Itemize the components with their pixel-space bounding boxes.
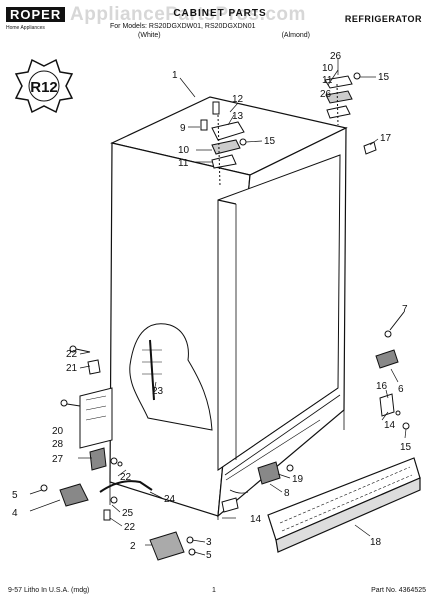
color-variant-white: (White) [138, 32, 161, 39]
callout-15c: 15 [400, 442, 412, 453]
callout-16: 16 [376, 381, 388, 392]
callout-13: 13 [232, 111, 244, 122]
callout-15b: 15 [378, 72, 390, 83]
badge-text: R12 [30, 79, 58, 96]
top-hinge-assembly [200, 72, 377, 187]
callout-22b: 22 [120, 472, 132, 483]
callout-labels: 1 12 9 13 15 10 11 26 10 11 26 15 17 22 … [12, 51, 412, 561]
callout-28: 28 [52, 439, 64, 450]
left-side-parts [40, 345, 196, 561]
callout-26: 26 [330, 51, 342, 62]
callout-14: 14 [384, 420, 396, 431]
page-number: 1 [212, 587, 216, 594]
brand-name: ROPER [6, 7, 66, 22]
callout-21: 21 [66, 363, 78, 374]
callout-3: 3 [206, 537, 212, 548]
callout-10: 10 [178, 145, 190, 156]
callout-17: 17 [380, 133, 392, 144]
r12-refrigerant-badge: R12 [14, 58, 74, 114]
callout-7: 7 [402, 304, 408, 315]
callout-9: 9 [180, 123, 186, 134]
callout-19: 19 [292, 474, 304, 485]
callout-11: 11 [178, 158, 189, 169]
toe-grille [267, 457, 421, 553]
callout-14b: 14 [250, 514, 262, 525]
callout-11b: 11 [322, 75, 333, 86]
callout-2: 2 [130, 541, 136, 552]
callout-5b: 5 [206, 550, 212, 561]
callout-22: 22 [66, 349, 78, 360]
page-title: CABINET PARTS [173, 8, 267, 19]
callout-8: 8 [284, 488, 290, 499]
callout-12: 12 [232, 94, 244, 105]
right-side-parts [221, 311, 410, 513]
callout-18: 18 [370, 537, 382, 548]
callout-24: 24 [164, 494, 176, 505]
brand-logo: ROPER Home Appliances [6, 6, 66, 31]
model-numbers: For Models: RS20DGXDW01, RS20DGXDN01 [110, 23, 256, 30]
model-list: For Models: RS20DGXDW01, RS20DGXDN01 (Wh… [110, 22, 340, 40]
watermark: AppliancePartsPros.com [70, 4, 306, 25]
litho-note: 9-57 Litho In U.S.A. (mdg) [8, 587, 90, 594]
callout-15: 15 [264, 136, 276, 147]
callout-26b: 26 [320, 89, 332, 100]
callout-23: 23 [152, 386, 164, 397]
callout-1: 1 [172, 70, 178, 81]
leader-lines [29, 58, 407, 556]
callout-10b: 10 [322, 63, 334, 74]
callout-27: 27 [52, 454, 64, 465]
color-variant-almond: (Almond) [281, 32, 310, 39]
callout-25: 25 [122, 508, 134, 519]
brand-subtitle: Home Appliances [6, 25, 45, 31]
callout-5: 5 [12, 490, 18, 501]
part-number: Part No. 4364525 [371, 587, 426, 594]
callout-22c: 22 [124, 522, 136, 533]
appliance-category: REFRIGERATOR [344, 14, 422, 24]
callout-4: 4 [12, 508, 18, 519]
callout-6: 6 [398, 384, 404, 395]
callout-20: 20 [52, 426, 64, 437]
